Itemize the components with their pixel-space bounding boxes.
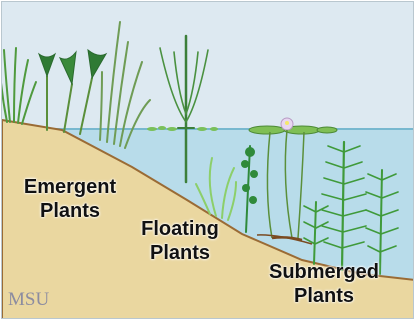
submerged-plants-label: Submerged Plants [247, 260, 401, 308]
emergent-plants-label: Emergent Plants [8, 175, 132, 223]
floating-plants-label: Floating Plants [124, 217, 236, 265]
msu-credit: MSU [8, 289, 49, 311]
